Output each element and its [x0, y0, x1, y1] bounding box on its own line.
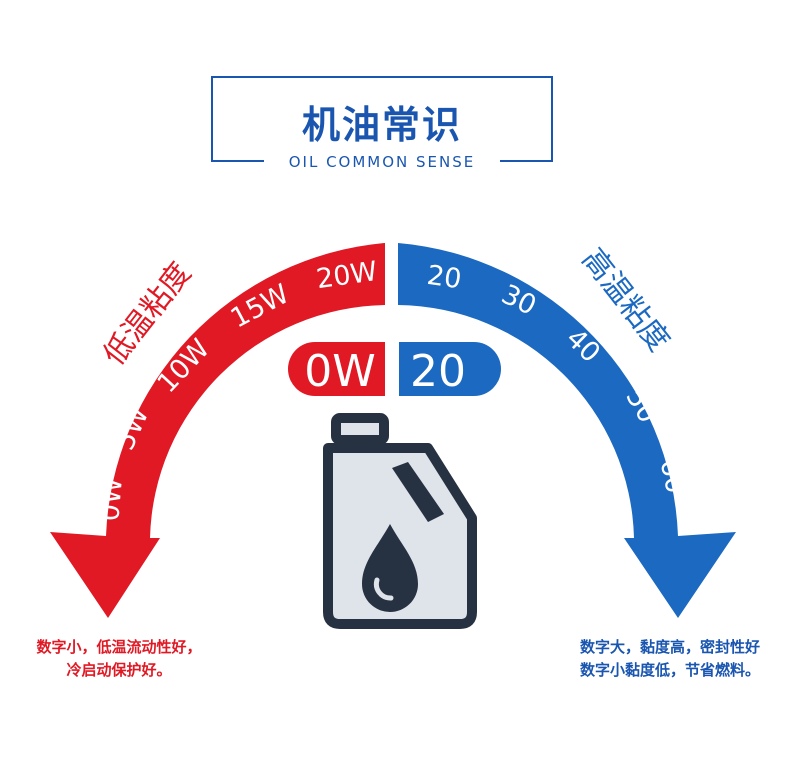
- high-temp-note-line2: 数字小黏度低，节省燃料。: [579, 661, 760, 679]
- page-title: 机油常识: [301, 103, 462, 147]
- low-temp-note-line1: 数字小，低温流动性好，: [36, 638, 202, 656]
- low-temp-note: 数字小，低温流动性好， 冷启动保护好。: [14, 636, 224, 682]
- high-temp-arc: [398, 243, 736, 618]
- high-tick: 20: [425, 260, 463, 295]
- page-subtitle: OIL COMMON SENSE: [264, 152, 500, 172]
- oil-bottle-icon: [323, 413, 477, 629]
- low-tick: 0W: [94, 476, 129, 522]
- grade-high-pill: [399, 342, 501, 396]
- low-temp-arc: [50, 243, 385, 618]
- low-temp-note-line2: 冷启动保护好。: [66, 661, 172, 679]
- grade-low-pill: [288, 342, 385, 396]
- high-temp-note: 数字大，黏度高，密封性好 数字小黏度低，节省燃料。: [558, 636, 782, 682]
- grade-low-value: 0W: [304, 346, 376, 397]
- high-tick: 60: [654, 456, 691, 496]
- grade-high-value: 20: [410, 346, 466, 397]
- high-temp-note-line1: 数字大，黏度高，密封性好: [579, 638, 760, 656]
